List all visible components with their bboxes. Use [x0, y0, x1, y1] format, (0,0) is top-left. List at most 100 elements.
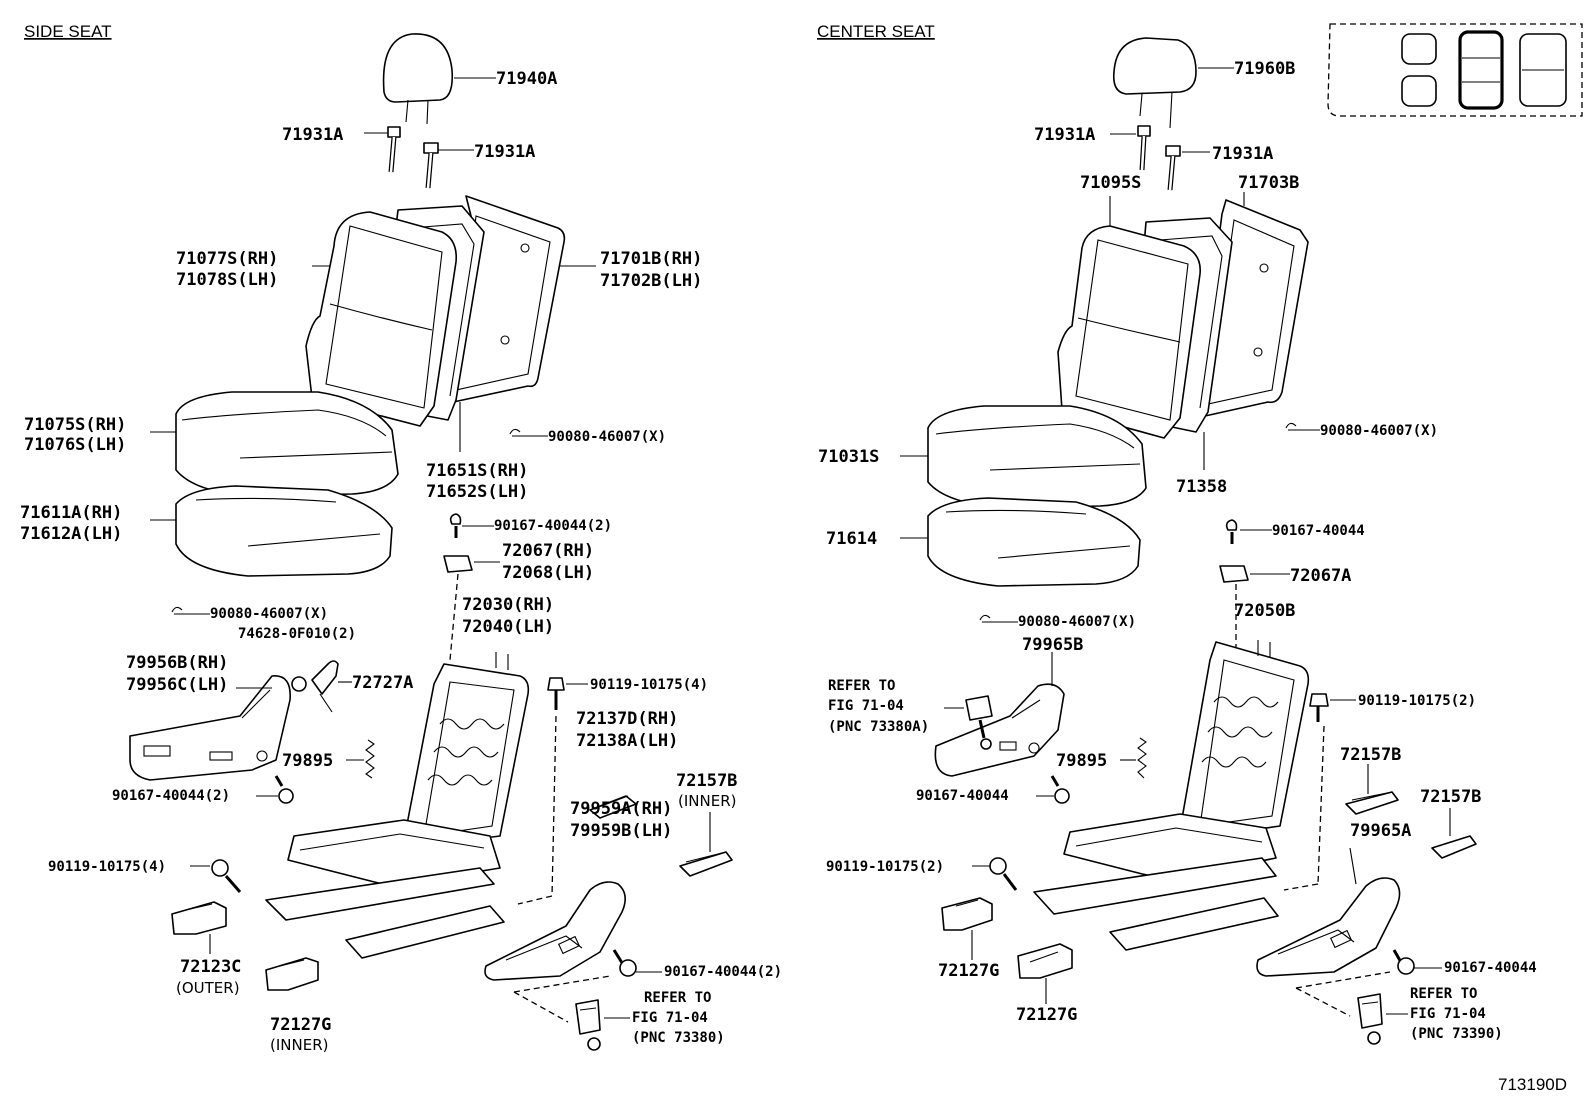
label-71931a-left: 71931A — [282, 125, 343, 145]
label-71095s: 71095S — [1080, 173, 1141, 193]
label-79965b: 79965B — [1022, 635, 1083, 655]
side-panel-screw — [256, 775, 294, 804]
side-back-cover — [305, 211, 458, 427]
label-79959a-rh: 79959A(RH) — [570, 799, 672, 819]
side-headrest — [382, 33, 496, 125]
label-pnc-73380a: (PNC 73380A) — [828, 719, 929, 735]
label-refer-to: REFER TO — [644, 990, 711, 1006]
center-frame-top-cover — [1219, 519, 1290, 648]
label-72157b-upper-center: 72157B — [1340, 745, 1401, 765]
label-90080-46007-cushion: 90080-46007(X) — [210, 606, 328, 622]
center-spring — [1120, 737, 1147, 779]
label-pnc-73380: (PNC 73380) — [632, 1030, 725, 1046]
label-71614: 71614 — [826, 529, 877, 549]
label-90167-40044-shield-center: 90167-40044 — [1444, 960, 1537, 976]
center-belt-anchor — [944, 695, 993, 750]
side-rail-bolt — [190, 859, 242, 893]
side-recliner-lever — [291, 660, 352, 713]
label-79965a: 79965A — [1350, 821, 1411, 841]
label-71358: 71358 — [1176, 477, 1227, 497]
label-90167-40044-panel-center: 90167-40044 — [916, 788, 1009, 804]
center-cover-72127g-right — [1017, 943, 1073, 1004]
side-seat-title: SIDE SEAT — [24, 22, 112, 41]
label-79959b-lh: 79959B(LH) — [570, 821, 672, 841]
side-cover-inner — [265, 957, 319, 991]
label-90167-40044-top-center: 90167-40044 — [1272, 523, 1365, 539]
label-72068-lh: 72068(LH) — [502, 563, 594, 583]
center-shield-79965a — [1256, 847, 1401, 977]
label-72157b-inner: (INNER) — [678, 792, 736, 810]
label-72127g-right: 72127G — [1016, 1005, 1077, 1025]
label-fig-71-04-center-b: FIG 71-04 — [1410, 1006, 1486, 1022]
label-90167-40044-top: 90167-40044(2) — [494, 518, 612, 534]
label-71077s-rh: 71077S(RH) — [176, 249, 278, 269]
center-cushion-pad — [900, 497, 1141, 587]
label-79895-center: 79895 — [1056, 751, 1107, 771]
label-79956c-lh: 79956C(LH) — [126, 675, 228, 695]
center-cushion-cover — [900, 405, 1147, 509]
side-frame-top-cover — [443, 513, 500, 661]
label-71612a-lh: 71612A(LH) — [20, 524, 122, 544]
label-72067-rh: 72067(RH) — [502, 541, 594, 561]
label-72138a-lh: 72138A(LH) — [576, 731, 678, 751]
side-belt-shield — [484, 881, 626, 981]
label-90119-10175-frame: 90119-10175(4) — [590, 677, 708, 693]
center-shield-screw — [1392, 949, 1442, 975]
label-71078s-lh: 71078S(LH) — [176, 270, 278, 290]
label-79895: 79895 — [282, 751, 333, 771]
side-spring — [346, 739, 375, 779]
label-fig-71-04: FIG 71-04 — [632, 1010, 708, 1026]
label-71611a-rh: 71611A(RH) — [20, 503, 122, 523]
label-71652s-lh: 71652S(LH) — [426, 482, 528, 502]
label-71960b: 71960B — [1234, 59, 1295, 79]
label-71931a-right: 71931A — [474, 142, 535, 162]
label-72127g-inner: (INNER) — [270, 1036, 328, 1054]
center-frame-bolt — [1283, 693, 1356, 891]
label-72137d-rh: 72137D(RH) — [576, 709, 678, 729]
label-74628-0f010: 74628-0F010(2) — [238, 626, 356, 642]
label-71651s-rh: 71651S(RH) — [426, 461, 528, 481]
label-71701b-rh: 71701B(RH) — [600, 249, 702, 269]
center-seat-title: CENTER SEAT — [817, 22, 935, 41]
label-90080-46007-cushion-center: 90080-46007(X) — [1018, 614, 1136, 630]
label-90080-46007-back-center: 90080-46007(X) — [1320, 423, 1438, 439]
side-cushion-pad — [150, 485, 393, 577]
label-71931a-right-center: 71931A — [1212, 144, 1273, 164]
seat-location-inset — [1327, 23, 1583, 117]
label-90167-40044-panel: 90167-40044(2) — [112, 788, 230, 804]
label-71703b: 71703B — [1238, 173, 1299, 193]
side-cushion-cover — [150, 391, 399, 497]
label-refer-to-center-b: REFER TO — [1410, 986, 1477, 1002]
center-rail-bolt — [972, 857, 1018, 891]
figure-id: 713190D — [1498, 1075, 1567, 1094]
label-refer-to-center-a: REFER TO — [828, 678, 895, 694]
center-shield-79965b — [934, 652, 1065, 777]
side-frame-bolt — [517, 677, 588, 905]
side-cover-72157b — [679, 812, 733, 877]
label-72030-rh: 72030(RH) — [462, 595, 554, 615]
side-belt-buckle — [513, 975, 630, 1051]
center-headrest-supports — [1110, 125, 1210, 191]
center-back-cover — [1057, 196, 1201, 439]
label-72157b-lower-center: 72157B — [1420, 787, 1481, 807]
label-71940a: 71940A — [496, 69, 557, 89]
side-shield-screw — [612, 949, 662, 977]
center-cover-72157b-lower — [1431, 808, 1477, 859]
label-72123c: 72123C — [180, 957, 241, 977]
side-seat-frame — [265, 652, 530, 959]
label-90119-10175-rail: 90119-10175(4) — [48, 859, 166, 875]
label-72123c-outer: (OUTER) — [176, 979, 240, 997]
side-seat-assembly: 71940A 71931A 71931A 71077S(RH) 71078S(L… — [20, 33, 782, 1054]
label-90167-40044-shield: 90167-40044(2) — [664, 964, 782, 980]
label-71031s: 71031S — [818, 447, 879, 467]
label-72040-lh: 72040(LH) — [462, 617, 554, 637]
center-cover-72157b-upper — [1345, 764, 1399, 815]
side-cover-72137 — [589, 795, 637, 819]
label-72067a: 72067A — [1290, 566, 1351, 586]
center-panel-screw — [1036, 775, 1070, 804]
label-fig-71-04-center-a: FIG 71-04 — [828, 698, 904, 714]
side-headrest-supports — [364, 126, 474, 189]
center-headrest — [1112, 37, 1234, 129]
label-72127g: 72127G — [270, 1015, 331, 1035]
